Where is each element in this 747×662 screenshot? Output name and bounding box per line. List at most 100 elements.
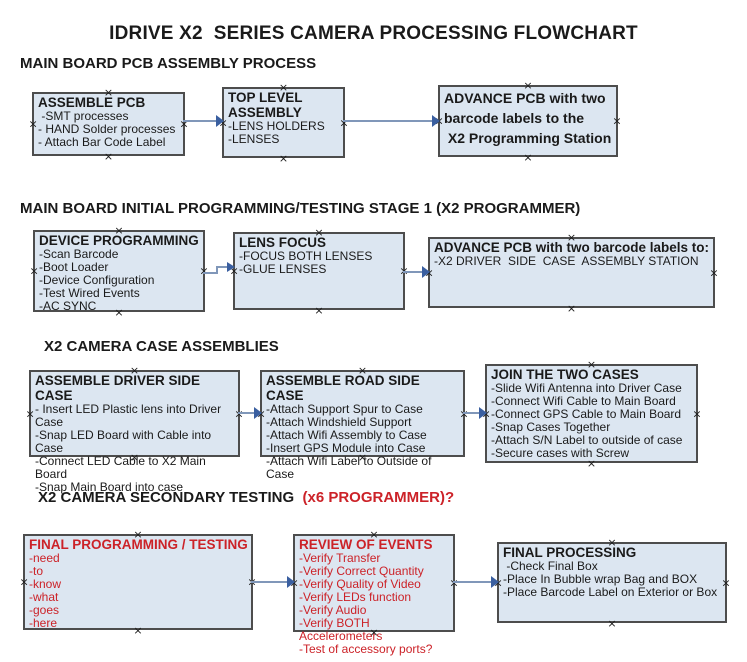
arrow-line	[251, 581, 289, 583]
box-item: -Attach Support Spur to Case	[266, 402, 423, 416]
box-item: -to	[29, 564, 44, 578]
box-item: - HAND Solder processes	[38, 122, 176, 136]
box-item: - Insert LED Plastic lens into Driver Ca…	[35, 402, 225, 429]
box-item: -Attach Windshield Support	[266, 415, 412, 429]
arrow-head-icon	[422, 266, 430, 278]
box-item: -Verify Quality of Video	[299, 577, 421, 591]
flow-arrow	[183, 113, 224, 129]
box-title: FINAL PROCESSING	[503, 545, 637, 560]
section-heading-text: MAIN BOARD PCB ASSEMBLY PROCESS	[20, 55, 317, 72]
arrow-head-icon	[227, 262, 235, 272]
flow-box-advance-pcb-programming-station: ADVANCE PCB with two barcode labels to t…	[434, 80, 621, 163]
flow-box-final-programming-testing: FINAL PROGRAMMING / TESTING -need -to -k…	[19, 529, 256, 636]
flow-box-top-level-assembly: TOP LEVEL ASSEMBLY -LENS HOLDERS -LENSES…	[218, 82, 348, 164]
flow-box-device-programming: DEVICE PROGRAMMING -Scan Barcode -Boot L…	[29, 225, 208, 318]
arrow-head-icon	[432, 115, 440, 127]
box-title: JOIN THE TWO CASES	[491, 367, 639, 382]
box-item: -Place Barcode Label on Exterior or Box	[503, 585, 718, 599]
box-item: -Verify LEDs function	[299, 590, 412, 604]
connector-handle-icon: ×	[29, 264, 39, 278]
box-item: -Snap LED Board with Cable into Case	[35, 428, 215, 455]
box-title: LENS FOCUS	[239, 235, 327, 250]
arrow-line	[203, 272, 218, 274]
box-item: -goes	[29, 603, 60, 617]
flow-box-review-of-events: REVIEW OF EVENTS -Verify Transfer -Verif…	[289, 529, 458, 656]
arrow-head-icon	[216, 115, 224, 127]
flow-arrow	[238, 405, 262, 421]
connector-handle-icon: ×	[721, 576, 731, 589]
box-item: -Attach S/N Label to outside of case	[491, 433, 683, 447]
box-title: TOP LEVEL ASSEMBLY	[228, 90, 306, 120]
box-item: -AC SYNC	[39, 299, 97, 313]
box-item: -Slide Wifi Antenna into Driver Case	[491, 381, 682, 395]
flow-arrow	[453, 574, 499, 590]
flow-arrow	[343, 113, 440, 129]
box-item: -what	[29, 590, 59, 604]
box-item: -Secure cases with Screw	[491, 446, 630, 460]
flow-box-final-processing: FINAL PROCESSING -Check Final Box -Place…	[493, 537, 731, 629]
box-item: -Place In Bubble wrap Bag and BOX	[503, 572, 698, 586]
connector-handle-icon: ×	[19, 575, 29, 589]
box-item: -Scan Barcode	[39, 247, 119, 261]
page-title: IDRIVE X2 SERIES CAMERA PROCESSING FLOWC…	[109, 23, 638, 44]
arrow-line	[183, 120, 218, 122]
connector-handle-icon: ×	[25, 407, 35, 420]
box-item: -Insert GPS Module into Case	[266, 441, 426, 455]
flow-arrow	[251, 574, 295, 590]
flow-box-assemble-pcb: ASSEMBLE PCB -SMT processes - HAND Solde…	[28, 87, 188, 162]
connector-handle-icon: ×	[709, 266, 719, 279]
connector-handle-icon: ×	[607, 617, 617, 630]
box-item: -Connect GPS Cable to Main Board	[491, 407, 682, 421]
box-title: ASSEMBLE ROAD SIDE CASE	[266, 373, 424, 403]
box-item: -Test of accessory ports?	[299, 642, 433, 656]
arrow-line	[453, 581, 493, 583]
arrow-line	[238, 412, 256, 414]
connector-handle-icon: ×	[523, 151, 533, 164]
flow-box-lens-focus: LENS FOCUS -FOCUS BOTH LENSES -GLUE LENS…	[229, 227, 408, 316]
connector-handle-icon: ×	[586, 457, 597, 470]
arrow-line	[343, 120, 434, 122]
flow-box-join-the-two-cases: JOIN THE TWO CASES -Slide Wifi Antenna i…	[481, 359, 702, 469]
connector-handle-icon: ×	[278, 152, 289, 165]
flow-arrow	[203, 262, 235, 278]
section-heading-red-text: (x6 PROGRAMMER)?	[298, 489, 455, 506]
arrow-head-icon	[287, 576, 295, 588]
box-item: -Check Final Box	[503, 559, 598, 573]
box-item: -Snap Cases Together	[491, 420, 611, 434]
flow-box-assemble-road-side-case: ASSEMBLE ROAD SIDE CASE -Attach Support …	[256, 365, 468, 481]
section-heading-case-assemblies: X2 CAMERA CASE ASSEMBLIES	[44, 338, 279, 355]
box-item: -need	[29, 551, 60, 565]
box-item: -here	[29, 616, 58, 630]
box-item: -SMT processes	[38, 109, 129, 123]
arrow-line	[216, 266, 218, 274]
box-item: -Boot Loader	[39, 260, 109, 274]
arrow-line	[216, 266, 228, 268]
arrow-head-icon	[254, 407, 262, 419]
box-item: -X2 DRIVER SIDE CASE ASSEMBLY STATION	[434, 254, 699, 268]
flow-box-advance-pcb-driver-side: ADVANCE PCB with two barcode labels to: …	[424, 232, 719, 314]
box-item: -Connect LED Cable to X2 Main Board	[35, 454, 210, 481]
box-item: -Test Wired Events	[39, 286, 140, 300]
connector-handle-icon: ×	[566, 302, 577, 315]
box-item: -know	[29, 577, 62, 591]
connector-handle-icon: ×	[28, 117, 38, 131]
connector-handle-icon: ×	[103, 150, 114, 163]
box-item: -LENSES	[228, 132, 280, 146]
section-heading-pcb-assembly: MAIN BOARD PCB ASSEMBLY PROCESS	[20, 55, 316, 72]
box-item: -Verify BOTH Accelerometers	[299, 616, 383, 643]
box-title: ASSEMBLE PCB	[38, 95, 146, 110]
box-item: -Device Configuration	[39, 273, 155, 287]
arrow-head-icon	[491, 576, 499, 588]
box-item: -Verify Correct Quantity	[299, 564, 424, 578]
box-item: -Verify Audio	[299, 603, 367, 617]
section-heading-text: X2 CAMERA CASE ASSEMBLIES	[44, 338, 279, 355]
box-item: -Attach Wifi Assembly to Case	[266, 428, 427, 442]
box-item: -GLUE LENSES	[239, 262, 327, 276]
section-heading-text: MAIN BOARD INITIAL PROGRAMMING/TESTING S…	[20, 200, 581, 217]
connector-handle-icon: ×	[692, 407, 702, 420]
section-heading-secondary-testing: X2 CAMERA SECONDARY TESTING (x6 PROGRAMM…	[38, 489, 454, 506]
box-title: ASSEMBLE DRIVER SIDE CASE	[35, 373, 204, 403]
box-item: -FOCUS BOTH LENSES	[239, 249, 373, 263]
box-item: - Attach Bar Code Label	[38, 135, 166, 149]
box-item: -Connect Wifi Cable to Main Board	[491, 394, 676, 408]
